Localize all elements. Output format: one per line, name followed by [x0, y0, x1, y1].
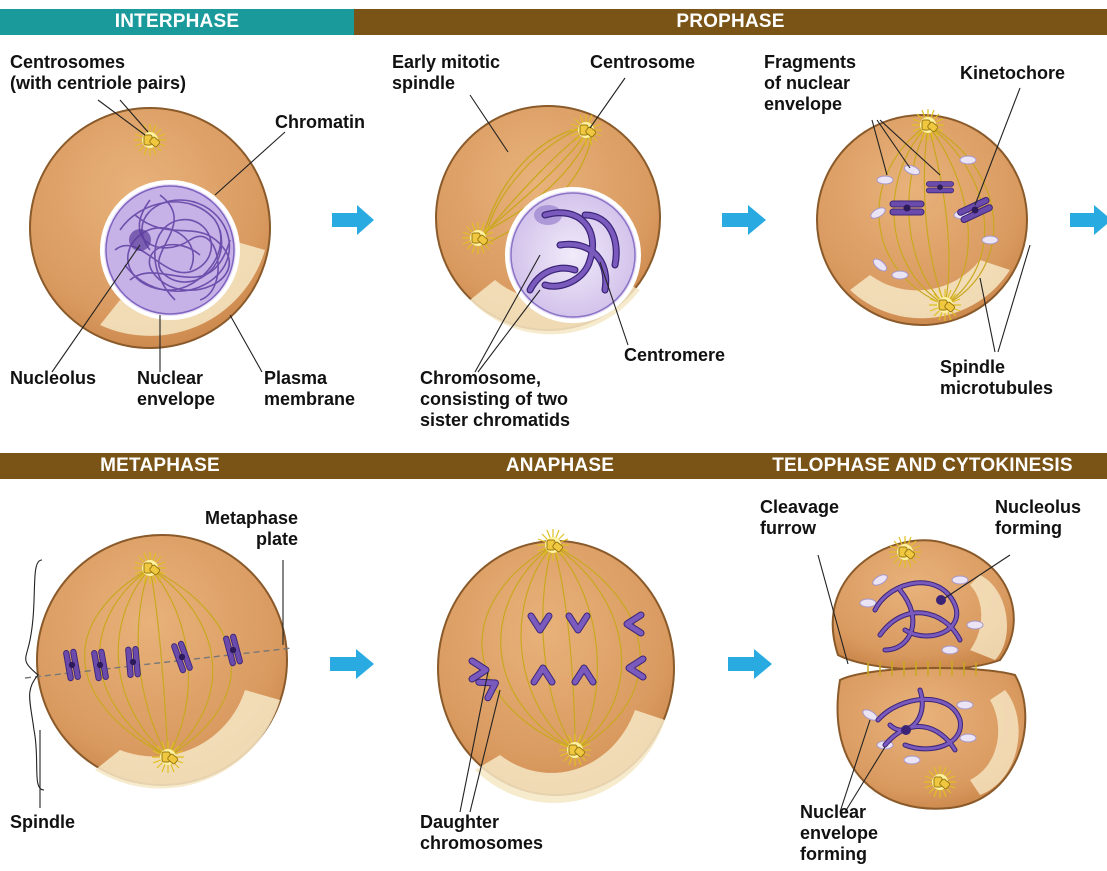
metaphase-cell [25, 535, 292, 789]
label-spindle: Spindle [10, 812, 75, 833]
label-nuclear-envelope-forming: Nuclear envelope forming [800, 802, 878, 865]
label-centromere: Centromere [624, 345, 725, 366]
anaphase-cell [438, 529, 674, 803]
label-nucleolus-forming: Nucleolus forming [995, 497, 1081, 539]
label-chromatin: Chromatin [275, 112, 365, 133]
label-kinetochore: Kinetochore [960, 63, 1065, 84]
label-chromosome: Chromosome, consisting of two sister chr… [420, 368, 570, 431]
label-nucleolus: Nucleolus [10, 368, 96, 389]
label-nuclear-envelope: Nuclear envelope [137, 368, 215, 410]
label-fragments-nuclear-envelope: Fragments of nuclear envelope [764, 52, 856, 115]
label-centrosome: Centrosome [590, 52, 695, 73]
interphase-cell [30, 108, 270, 348]
label-cleavage-furrow: Cleavage furrow [760, 497, 839, 539]
label-daughter-chromosomes: Daughter chromosomes [420, 812, 543, 854]
label-plasma-membrane: Plasma membrane [264, 368, 355, 410]
prometaphase-cell [817, 109, 1107, 337]
label-spindle-microtubules: Spindle microtubules [940, 357, 1053, 399]
label-metaphase-plate: Metaphase plate [182, 508, 298, 550]
prophase-cell [436, 106, 660, 334]
label-centrosomes: Centrosomes (with centriole pairs) [10, 52, 186, 94]
telophase-cells [833, 536, 1026, 809]
label-early-mitotic-spindle: Early mitotic spindle [392, 52, 500, 94]
